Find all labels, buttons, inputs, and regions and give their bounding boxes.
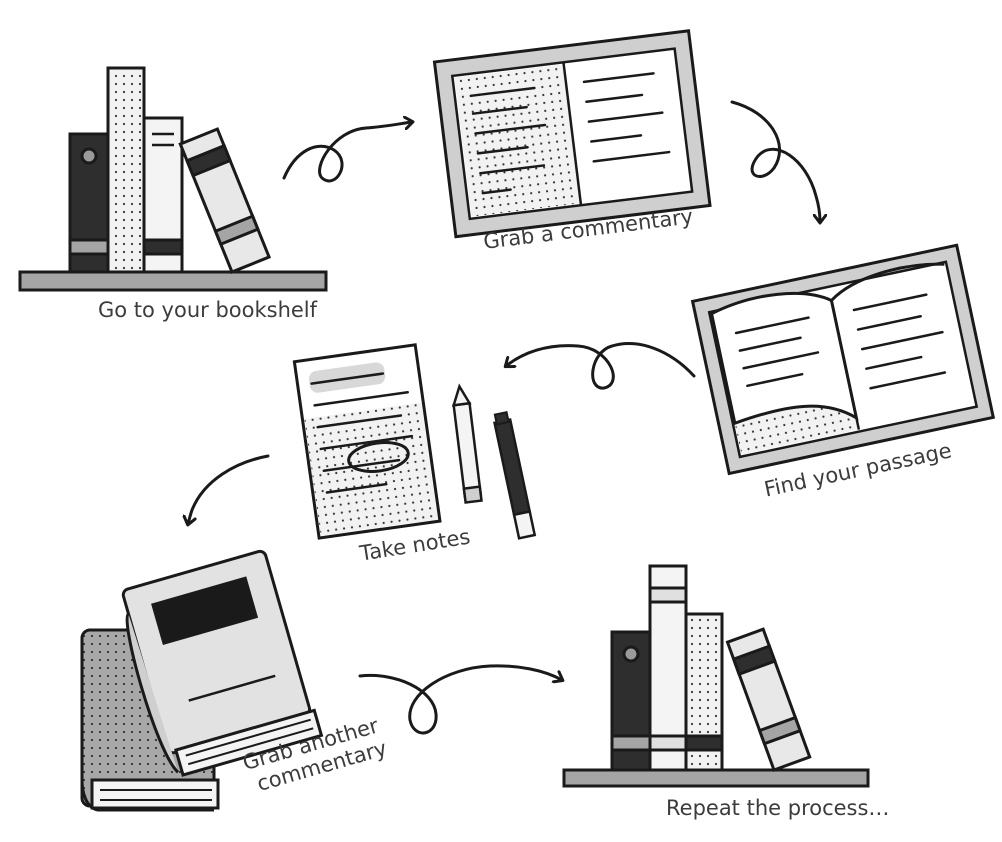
bookshelf-illustration (18, 66, 328, 292)
repeat-bookshelf-illustration (562, 564, 870, 788)
passage-illustration (690, 243, 996, 476)
arrow-4-to-5 (188, 454, 270, 524)
arrow-2-to-3 (730, 100, 820, 222)
arrow-1-to-2 (282, 122, 412, 183)
arrow-3-to-4 (506, 342, 696, 390)
commentary-illustration (432, 29, 712, 239)
arrow-5-to-6 (358, 664, 562, 735)
step-label-bookshelf: Go to your bookshelf (98, 298, 318, 322)
step-label-repeat: Repeat the process… (666, 796, 890, 820)
another-commentary-illustration (80, 549, 324, 812)
notes-illustration (292, 343, 537, 540)
